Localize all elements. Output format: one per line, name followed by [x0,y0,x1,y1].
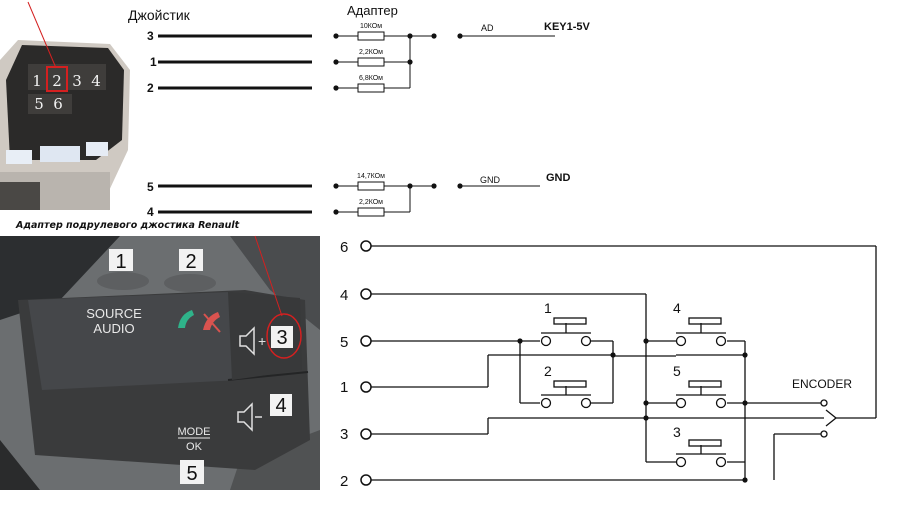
switch-label: 2 [544,363,552,379]
switch-label: 3 [673,424,681,440]
pin-label: 1 [32,72,42,90]
mode-label: MODE [178,426,211,438]
switch-label: 1 [544,300,552,316]
audio-label: AUDIO [93,321,134,336]
speaker-icon [239,326,255,356]
speaker-icon [237,402,253,432]
connector-photo: 1 2 3 4 5 6 [0,0,140,210]
joystick-photo: 1 2 SOURCE AUDIO + 3 4 MODE OK 5 [0,235,320,490]
button-number-box [179,249,203,271]
button-number: 5 [186,463,197,485]
wire-label: 2 [147,81,154,95]
button-number-box [180,460,204,484]
wire-label: 3 [147,29,154,43]
button-number-box [270,394,292,416]
adapter-heading: Адаптер [347,3,398,18]
terminal-label: 5 [340,334,348,351]
gnd-output-label: GND [480,175,501,185]
phone-answer-icon [178,310,194,328]
wire-label: 1 [150,55,157,69]
resistor-value: 14,7КОм [357,173,385,180]
button-number-box [109,249,133,271]
resistor-value: 10КОм [360,23,382,30]
button-number-box [271,326,293,348]
source-label: SOURCE [86,306,142,321]
pin-label: 2 [52,72,62,90]
ad-output-label: AD [481,23,494,33]
pin-label: 4 [91,72,101,90]
encoder-label: ENCODER [792,377,852,391]
gnd-label: GND [546,172,571,184]
pin-label: 6 [53,95,63,113]
button-number: 4 [275,395,286,417]
photo-caption: Адаптер подрулевого джостика Renault [15,220,240,231]
pin-label: 5 [34,95,44,113]
button-number: 3 [276,327,287,349]
resistor-value: 2,2КОм [359,199,383,206]
terminal-label: 3 [340,426,348,443]
button-number: 2 [185,251,196,273]
adapter-schematic: Джойстик Адаптер 3 1 2 5 4 [128,3,591,219]
terminal-label: 6 [340,239,348,256]
terminal-label: 4 [340,287,348,304]
wire-label: 4 [147,205,154,219]
terminal-label: 1 [340,379,348,396]
ok-label: OK [186,441,203,453]
volume-up-plus: + [258,333,266,349]
pin-label: 3 [72,72,82,90]
highlight-circle [266,313,302,359]
switch-label: 5 [673,363,681,379]
terminal-label: 2 [340,473,348,490]
joystick-heading: Джойстик [128,7,191,23]
pin-highlight-box [46,66,68,92]
wire-label: 5 [147,180,154,194]
switch-label: 4 [673,300,681,316]
button-number: 1 [115,251,126,273]
resistor-value: 2,2КОм [359,49,383,56]
resistor-value: 6,8КОм [359,75,383,82]
key1-label: KEY1-5V [544,21,591,33]
switch-schematic: 6 4 5 1 3 2 [340,239,877,490]
